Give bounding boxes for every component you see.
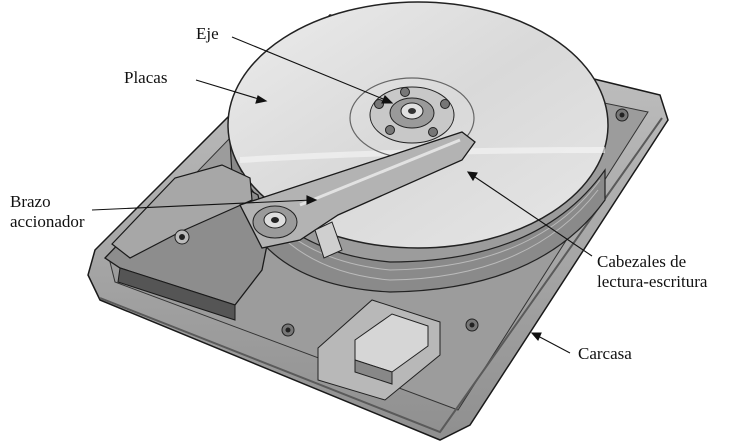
leader-spindle bbox=[232, 37, 392, 103]
label-spindle: Eje bbox=[196, 24, 219, 44]
leader-casing bbox=[532, 333, 570, 353]
label-read-write-heads: Cabezales de lectura-escritura bbox=[597, 252, 707, 292]
label-actuator-arm: Brazo accionador bbox=[10, 192, 85, 232]
leader-actuator-arm bbox=[92, 196, 316, 210]
label-platters: Placas bbox=[124, 68, 167, 88]
label-actuator-arm-line2: accionador bbox=[10, 212, 85, 232]
leader-platters bbox=[196, 80, 266, 103]
label-spindle-text: Eje bbox=[196, 24, 219, 44]
label-platters-text: Placas bbox=[124, 68, 167, 88]
label-heads-line1: Cabezales de bbox=[597, 252, 707, 272]
label-casing-text: Carcasa bbox=[578, 344, 632, 364]
label-casing: Carcasa bbox=[578, 344, 632, 364]
leader-heads bbox=[468, 172, 592, 256]
label-heads-line2: lectura-escritura bbox=[597, 272, 707, 292]
label-actuator-arm-line1: Brazo bbox=[10, 192, 85, 212]
